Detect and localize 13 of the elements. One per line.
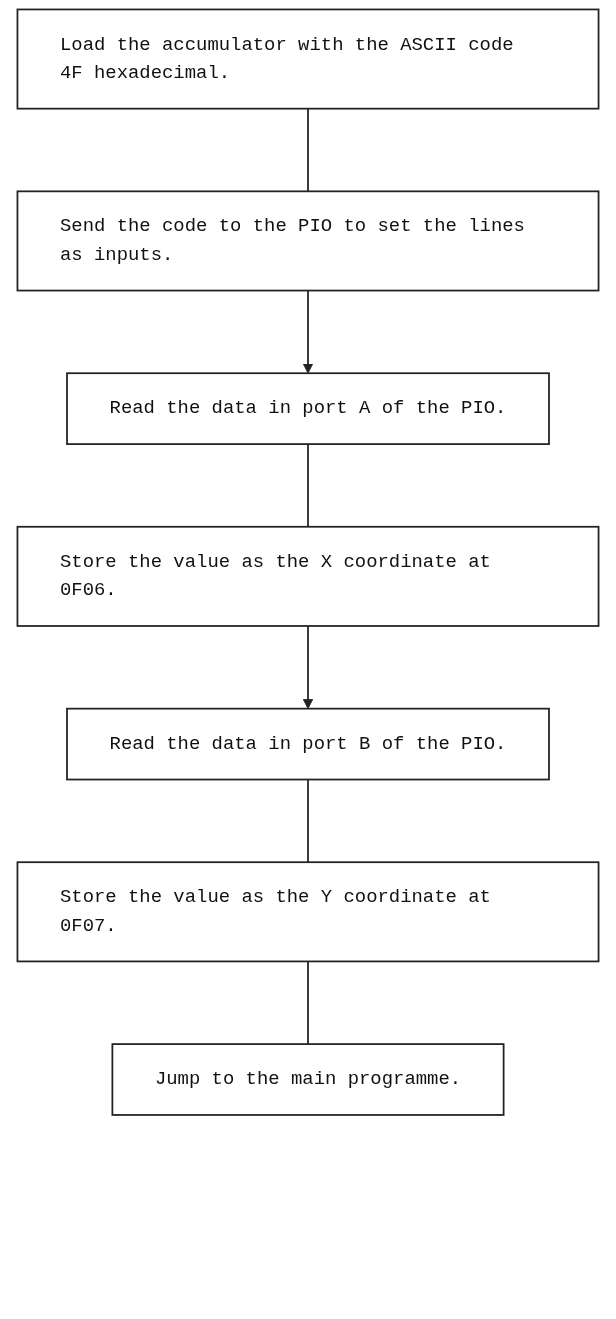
node-box: Send the code to the PIO to set the lines as inputs. [16, 190, 600, 292]
node-box: Store the value as the Y coordinate at 0F07. [16, 861, 600, 963]
node-box: Read the data in port A of the PIO. [66, 372, 550, 445]
arrow [302, 289, 314, 374]
connector [307, 778, 309, 864]
connector [307, 443, 309, 528]
node-box: Store the value as the X coordinate at 0F06. [16, 525, 600, 627]
connector [307, 107, 309, 193]
arrow [302, 625, 314, 710]
connector [307, 960, 309, 1045]
node-box: Jump to the main programme. [111, 1043, 505, 1116]
node-box: Load the accumulator with the ASCII code 4F hexadecimal. [16, 8, 600, 110]
node-box: Read the data in port B of the PIO. [66, 707, 550, 781]
